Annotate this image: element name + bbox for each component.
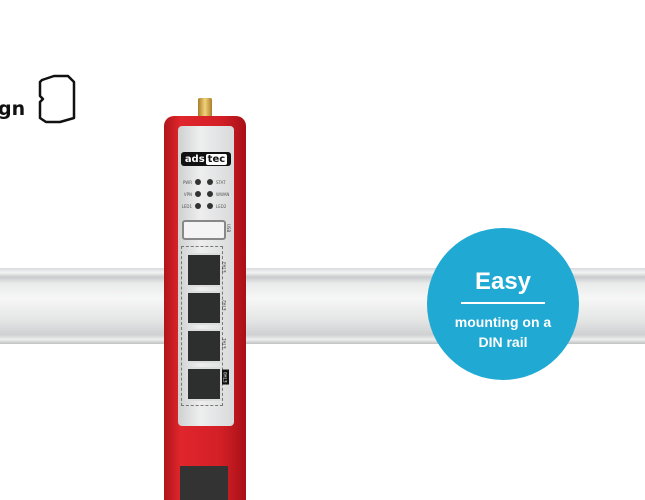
ethernet-port <box>186 329 222 363</box>
usb-port <box>182 220 226 240</box>
led-indicator <box>207 179 213 185</box>
ethernet-port <box>186 367 222 401</box>
port-label: ETH2 <box>222 300 227 311</box>
led-indicator <box>195 179 201 185</box>
led-indicator <box>207 191 213 197</box>
led-indicator <box>195 191 201 197</box>
port-label: ETH3 <box>222 262 227 273</box>
port-label: ETH1 <box>222 338 227 349</box>
port-label: ETH0 <box>222 370 229 385</box>
partial-heading: gn <box>0 98 26 120</box>
ethernet-port <box>186 253 222 287</box>
sd-card-icon <box>38 74 76 124</box>
led-indicator <box>195 203 201 209</box>
terminal-block <box>180 466 228 500</box>
usb-label: USB <box>226 224 231 233</box>
badge-divider <box>461 302 545 304</box>
feature-badge: Easy mounting on a DIN rail <box>427 228 579 380</box>
ethernet-port <box>186 291 222 325</box>
badge-title: Easy <box>474 268 532 295</box>
led-indicator <box>207 203 213 209</box>
badge-subtitle: mounting on a DIN rail <box>454 314 552 350</box>
ethernet-ports <box>181 246 223 406</box>
